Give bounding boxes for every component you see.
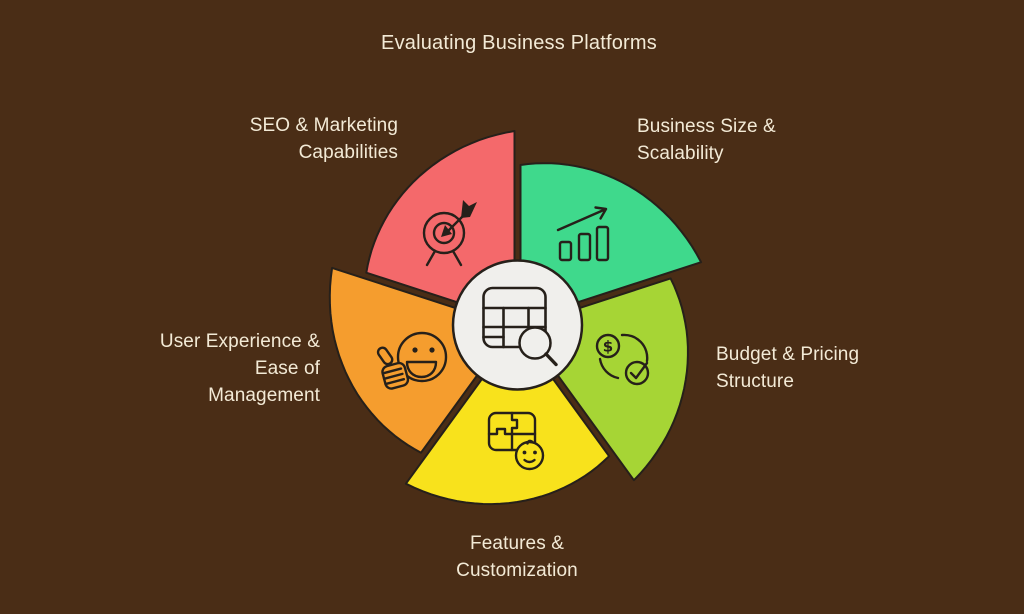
segment-label-business-size: Business Size & Scalability (637, 113, 776, 167)
label-line: Management (208, 385, 320, 406)
label-line: Capabilities (298, 142, 398, 163)
label-line: Budget & Pricing (716, 344, 860, 365)
label-line: SEO & Marketing (249, 115, 398, 136)
label-line: Features & (470, 533, 564, 554)
label-line: Business Size & (637, 116, 776, 137)
label-line: User Experience & (159, 331, 320, 352)
label-line: Customization (456, 560, 578, 581)
diagram-title: Evaluating Business Platforms (381, 32, 657, 54)
segment-label-user-experience: User Experience & Ease of Management (160, 328, 320, 409)
label-line: Scalability (637, 143, 724, 164)
label-line: Structure (716, 371, 794, 392)
wheel-petals (328, 130, 703, 506)
label-line: Ease of (254, 358, 320, 379)
center-hub (451, 259, 584, 391)
segment-label-features-customization: Features & Customization (387, 530, 647, 584)
